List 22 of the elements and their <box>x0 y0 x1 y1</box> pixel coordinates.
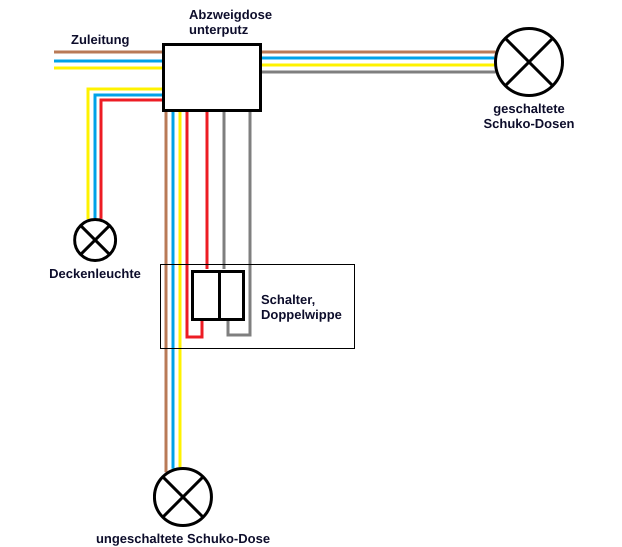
wire <box>164 112 168 472</box>
wire <box>54 60 162 62</box>
wire <box>222 112 226 269</box>
edge-label: Zuleitung <box>70 32 130 47</box>
switch-label: Schalter, Doppelwippe <box>261 292 343 322</box>
wire <box>262 56 494 60</box>
lamp-label: geschaltete Schuko-Dosen <box>482 101 576 131</box>
wire <box>262 64 494 66</box>
wire <box>54 50 162 54</box>
wire <box>178 112 182 468</box>
lamp-label: Deckenleuchte <box>49 266 141 281</box>
wire <box>262 50 496 54</box>
wire <box>262 70 496 74</box>
wire <box>186 112 204 338</box>
wire <box>226 112 252 336</box>
switch-symbol <box>191 270 245 321</box>
wire <box>172 112 174 469</box>
switch-frame <box>160 264 355 349</box>
lamp-label: ungeschaltete Schuko-Dose <box>96 531 270 546</box>
wire <box>206 112 208 269</box>
junction-box-label: Abzweigdose unterputz <box>189 7 274 37</box>
wire <box>54 66 162 70</box>
